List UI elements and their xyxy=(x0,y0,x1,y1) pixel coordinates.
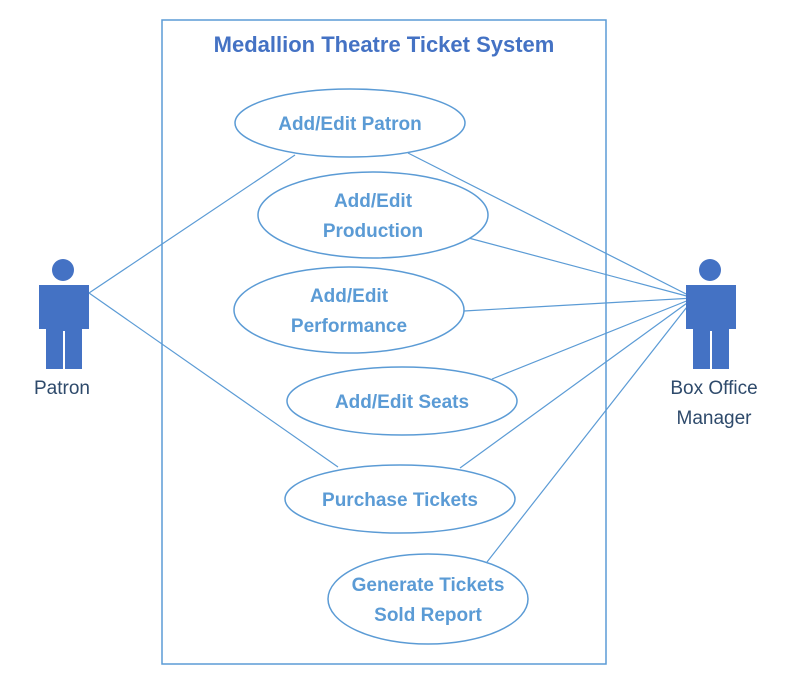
use-case-label: Add/Edit xyxy=(310,286,389,307)
use-case-add-edit-patron: Add/Edit Patron xyxy=(234,88,466,158)
association-lines xyxy=(88,152,695,563)
system-boundary-box xyxy=(161,19,607,665)
use-case-purchase-tickets: Purchase Tickets xyxy=(284,464,516,534)
association-box-office-manager-add-edit-production xyxy=(460,235,695,299)
actor-label-manager-line-1: Box Office xyxy=(670,378,757,399)
use-case-label: Purchase Tickets xyxy=(322,490,478,511)
association-patron-purchase-tickets xyxy=(88,292,339,468)
actor-label-manager-line-2: Manager xyxy=(677,408,753,429)
use-case-label: Sold Report xyxy=(374,605,482,626)
use-case-label: Add/Edit xyxy=(334,191,413,212)
actor-label-patron: Patron xyxy=(34,378,90,399)
system-boundary: Medallion Theatre Ticket System xyxy=(161,19,607,665)
association-box-office-manager-purchase-tickets xyxy=(459,297,695,469)
association-box-office-manager-add-edit-patron xyxy=(407,152,695,299)
use-case-ellipse xyxy=(257,171,489,259)
actor-box-office-manager: Box Office Manager xyxy=(670,259,758,429)
actor-patron: Patron xyxy=(34,259,90,399)
use-case-label: Add/Edit Patron xyxy=(278,114,422,135)
association-box-office-manager-add-edit-seats xyxy=(491,297,695,380)
system-title: Medallion Theatre Ticket System xyxy=(214,32,555,57)
use-case-label: Add/Edit Seats xyxy=(335,392,469,413)
use-case-ellipse xyxy=(233,266,465,354)
use-cases: Add/Edit PatronAdd/EditProductionAdd/Edi… xyxy=(233,88,529,645)
use-case-ellipse xyxy=(234,88,466,158)
association-box-office-manager-generate-tickets-sold-report xyxy=(486,297,695,563)
use-case-label: Performance xyxy=(291,316,407,337)
association-box-office-manager-add-edit-performance xyxy=(463,297,695,312)
association-patron-add-edit-patron xyxy=(88,154,296,294)
use-case-label: Generate Tickets xyxy=(352,575,505,596)
use-case-label: Production xyxy=(323,221,423,242)
use-case-ellipse xyxy=(284,464,516,534)
use-case-ellipse xyxy=(286,366,518,436)
use-case-ellipse xyxy=(327,553,529,645)
use-case-add-edit-seats: Add/Edit Seats xyxy=(286,366,518,436)
